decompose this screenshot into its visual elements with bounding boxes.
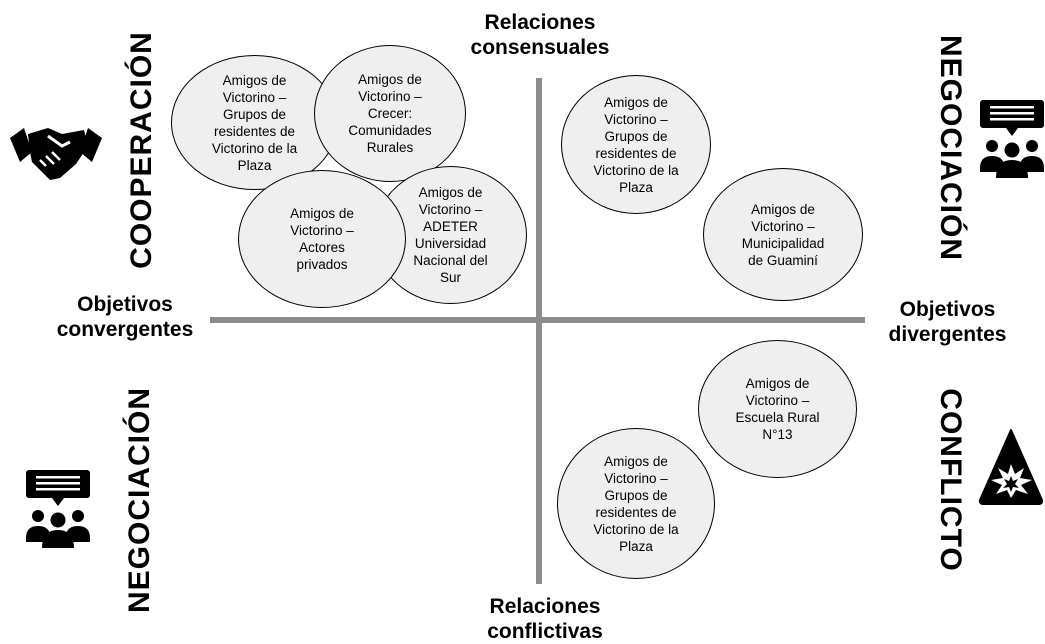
axis-label-bottom: Relaciones conflictivas	[487, 595, 603, 643]
actor-label: Amigos de Victorino – Grupos de resident…	[593, 453, 679, 554]
actor-ellipse: Amigos de Victorino – Grupos de resident…	[561, 75, 711, 214]
negotiation-meeting-icon	[24, 470, 92, 550]
actor-ellipse: Amigos de Victorino – Escuela Rural N°13	[698, 340, 857, 478]
axis-label-left: Objetivos convergentes	[56, 293, 194, 341]
quadrant-label-top-right: NEGOCIACIÓN	[934, 34, 967, 262]
actor-ellipse: Amigos de Victorino – Municipalidad de G…	[703, 168, 863, 301]
actor-label: Amigos de Victorino – Grupos de resident…	[593, 94, 679, 195]
actor-ellipse: Amigos de Victorino – Grupos de resident…	[557, 428, 715, 579]
explosion-warning-icon	[978, 428, 1044, 506]
actor-ellipse: Amigos de Victorino – Grupos de resident…	[171, 55, 338, 190]
handshake-icon	[10, 122, 102, 184]
actor-label: Amigos de Victorino – Grupos de resident…	[211, 72, 298, 173]
negotiation-meeting-icon	[978, 100, 1045, 180]
quadrant-label-bottom-right: CONFLICTO	[934, 388, 967, 572]
actor-label: Amigos de Victorino – ADETER Universidad…	[413, 185, 488, 285]
vertical-axis	[536, 78, 542, 584]
actor-label: Amigos de Victorino – Escuela Rural N°13	[735, 376, 820, 442]
axis-label-top: Relaciones consensuales	[470, 11, 610, 59]
axis-label-right: Objetivos divergentes	[888, 298, 1007, 346]
quadrant-label-top-left: COOPERACIÓN	[125, 31, 158, 269]
actor-label: Amigos de Victorino – Municipalidad de G…	[741, 201, 825, 268]
actor-ellipse: Amigos de Victorino – Actores privados	[238, 170, 406, 308]
actor-label: Amigos de Victorino – Crecer: Comunidade…	[348, 72, 432, 155]
horizontal-axis	[210, 317, 865, 323]
actor-label: Amigos de Victorino – Actores privados	[290, 206, 354, 272]
actor-ellipse: Amigos de Victorino – Crecer: Comunidade…	[314, 45, 466, 182]
quadrant-label-bottom-left: NEGOCIACIÓN	[123, 386, 156, 614]
